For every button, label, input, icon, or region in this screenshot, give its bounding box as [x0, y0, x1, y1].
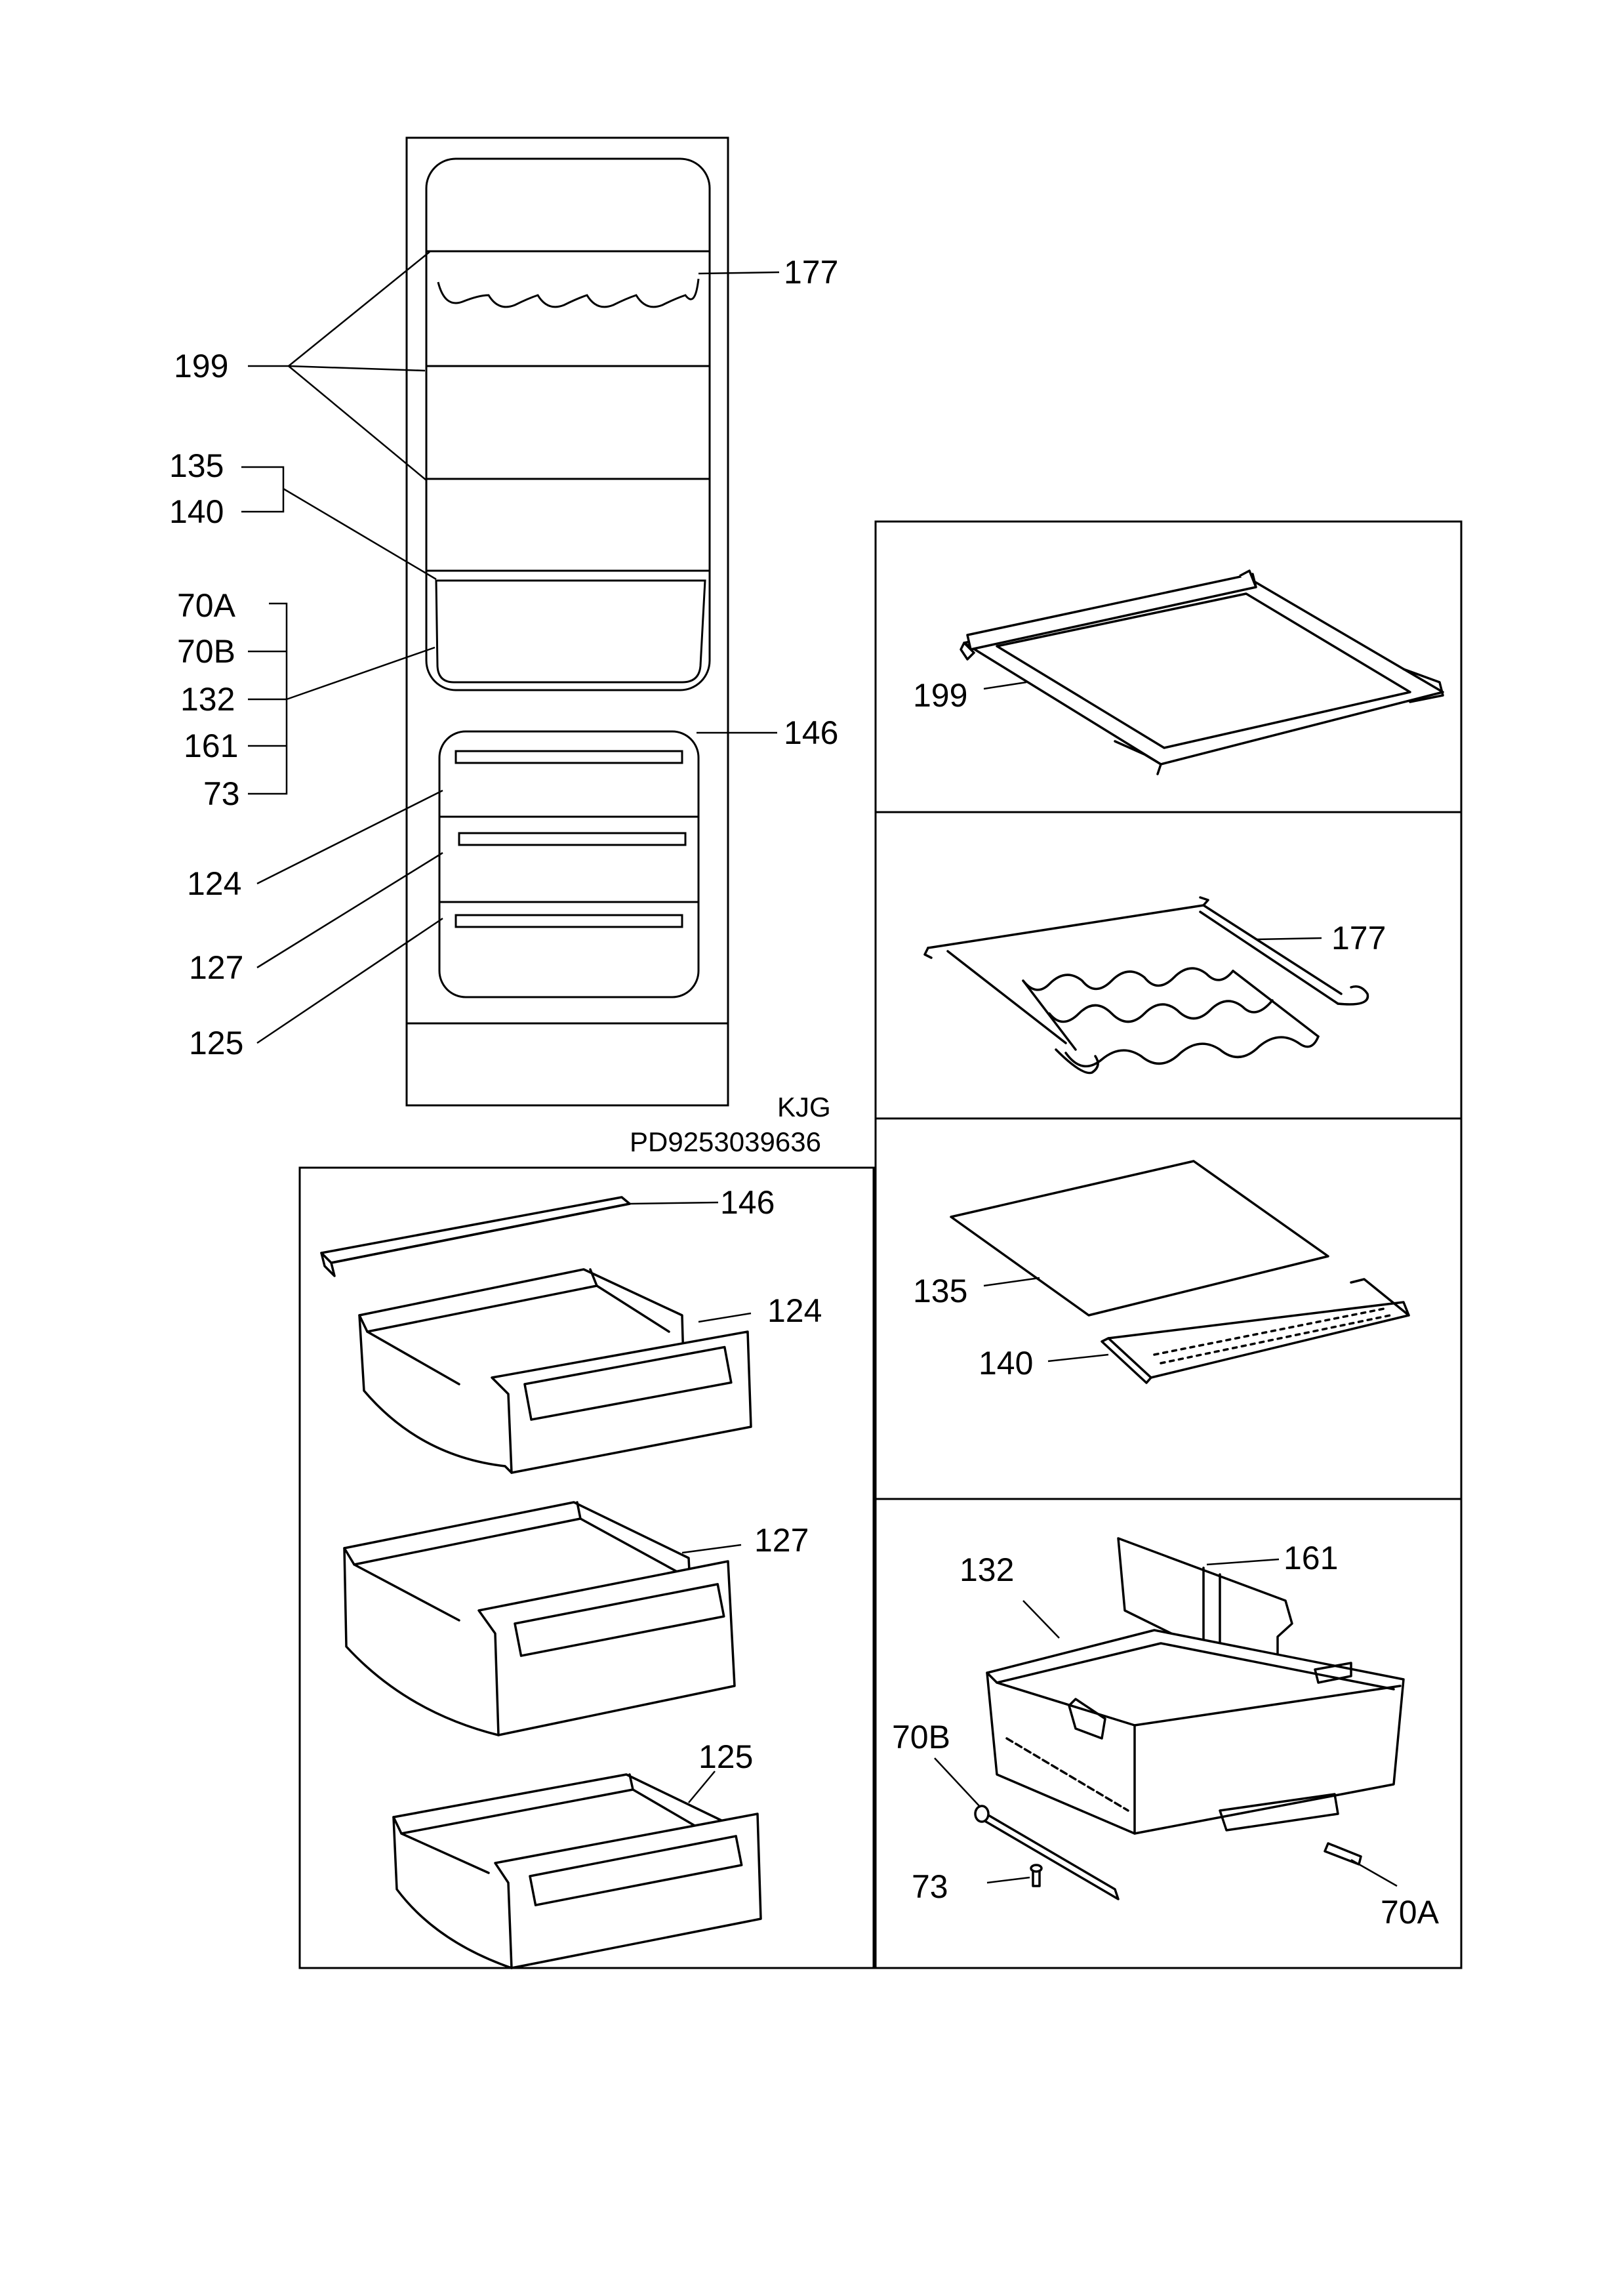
label-199: 199	[174, 348, 228, 384]
label-146: 146	[784, 714, 838, 751]
leader-panel-125	[688, 1771, 716, 1803]
panel-drawers-frame	[298, 1166, 875, 1969]
panel-label-135: 135	[913, 1273, 967, 1309]
leader-panel-140	[1047, 1353, 1109, 1363]
part-127-drawer	[343, 1501, 736, 1736]
part-140-front-trim	[1101, 1278, 1410, 1384]
panel-label-70a: 70A	[1381, 1894, 1440, 1931]
fridge-lower-compartment	[438, 730, 700, 998]
overview-drawer-handle-2	[458, 832, 687, 846]
leader-crisper-group	[286, 646, 435, 701]
part-135-glass-plate	[950, 1160, 1329, 1317]
overview-bottle-rack-waves	[437, 278, 700, 308]
part-70a-slide-rail	[1324, 1842, 1362, 1866]
panel-label-124: 124	[767, 1292, 822, 1329]
leader-127	[256, 851, 443, 969]
label-140: 140	[169, 493, 224, 530]
panel-shelf: 199	[913, 569, 1444, 775]
part-146-drawer-cover	[320, 1196, 631, 1277]
part-70b-slide-rail	[974, 1805, 1120, 1900]
panel-frames	[298, 520, 1463, 1969]
panel-drawers: 146 124 127	[320, 1184, 822, 1969]
overview-drawer-handle-3	[455, 914, 683, 928]
label-73: 73	[203, 775, 240, 812]
diagram-code: KJG	[777, 1092, 831, 1122]
leader-panel-132	[1022, 1600, 1060, 1639]
panel-label-146: 146	[720, 1184, 775, 1221]
leader-panel-177	[1255, 937, 1322, 941]
leader-panel-124	[698, 1312, 752, 1323]
leader-panel-146	[629, 1201, 719, 1205]
leader-panel-70b	[934, 1757, 981, 1808]
panel-label-199: 199	[913, 677, 967, 714]
leader-panel-135	[983, 1277, 1040, 1287]
label-70a: 70A	[177, 587, 236, 624]
overview-drawer-handle-1	[455, 750, 683, 764]
panel-label-127: 127	[754, 1522, 809, 1559]
fridge-cabinet-outline	[405, 136, 729, 1107]
panel-crisper: 161 132 70B 73 70A	[892, 1537, 1440, 1931]
diagram-part-number: PD9253039636	[630, 1126, 821, 1157]
label-161: 161	[184, 728, 238, 764]
panel-glass: 135 140	[913, 1160, 1410, 1384]
overview-crisper-box	[435, 579, 706, 684]
part-199-glass-shelf	[960, 569, 1444, 775]
label-132: 132	[180, 681, 235, 718]
panel-label-125: 125	[698, 1738, 753, 1775]
part-132-crisper-box	[986, 1629, 1405, 1835]
leader-199-b	[288, 365, 426, 372]
leader-199-a	[288, 251, 430, 367]
leader-135-140	[283, 487, 437, 581]
leader-panel-199	[983, 681, 1027, 690]
panel-label-161: 161	[1284, 1540, 1338, 1576]
panel-label-70b: 70B	[892, 1719, 950, 1755]
fridge-upper-compartment	[425, 157, 711, 691]
label-70b: 70B	[177, 633, 235, 670]
panel-label-73: 73	[912, 1868, 948, 1905]
leader-bracket-135-140	[241, 466, 285, 513]
leader-125	[256, 917, 443, 1044]
part-124-drawer	[358, 1268, 752, 1474]
leader-124	[256, 789, 443, 885]
leader-panel-161	[1206, 1558, 1280, 1566]
label-127: 127	[189, 949, 243, 986]
leader-panel-127	[681, 1544, 742, 1554]
part-177-wire-bottle-rack	[923, 896, 1369, 1075]
panel-rack: 177	[923, 896, 1386, 1075]
label-177: 177	[784, 254, 838, 291]
label-135: 135	[169, 447, 224, 484]
panel-label-132: 132	[960, 1551, 1014, 1588]
leader-177	[698, 271, 780, 275]
label-125: 125	[189, 1025, 243, 1061]
leader-199-c	[288, 365, 427, 481]
part-73-screw	[1030, 1864, 1043, 1887]
panel-right-frame	[874, 520, 1463, 1969]
fridge-overview: 199 177 135 140 70A 70B 132 161 73 146 1…	[169, 136, 838, 1157]
part-125-drawer	[392, 1773, 762, 1969]
label-124: 124	[187, 865, 241, 902]
panel-label-140: 140	[979, 1345, 1033, 1382]
leader-panel-73	[986, 1876, 1030, 1884]
panel-label-177: 177	[1331, 920, 1386, 956]
leader-panel-70a	[1350, 1858, 1398, 1887]
